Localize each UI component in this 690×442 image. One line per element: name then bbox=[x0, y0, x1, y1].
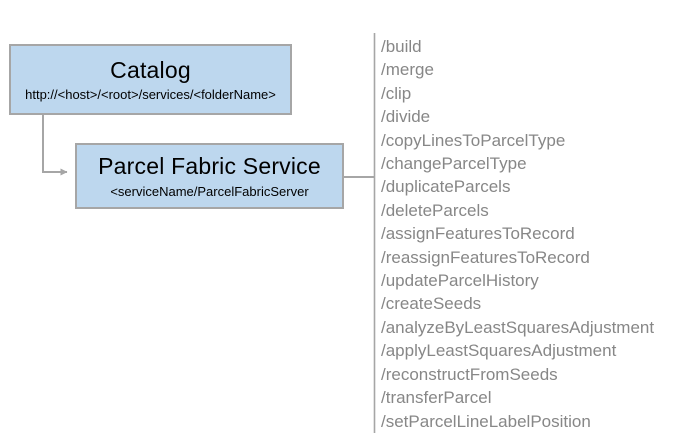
endpoint-item: /merge bbox=[381, 60, 434, 80]
endpoint-item: /assignFeaturesToRecord bbox=[381, 224, 575, 244]
endpoint-item: /analyzeByLeastSquaresAdjustment bbox=[381, 317, 655, 337]
endpoint-item: /createSeeds bbox=[381, 294, 482, 314]
endpoint-item: /reconstructFromSeeds bbox=[381, 364, 558, 384]
endpoint-item: /build bbox=[381, 37, 422, 56]
catalog-node: Catalog http://<host>/<root>/services/<f… bbox=[9, 44, 292, 115]
connector-catalog-to-service bbox=[42, 115, 68, 176]
endpoint-item: /updateParcelHistory bbox=[381, 271, 539, 291]
endpoint-item: /setParcelLineLabelPosition bbox=[381, 411, 591, 431]
service-url: <serviceName/ParcelFabricServer bbox=[110, 183, 309, 199]
catalog-title: Catalog bbox=[110, 56, 191, 83]
parcel-fabric-service-node: Parcel Fabric Service <serviceName/Parce… bbox=[75, 143, 344, 209]
endpoint-item: /transferParcel bbox=[381, 388, 492, 408]
endpoint-item: /divide bbox=[381, 107, 431, 127]
endpoint-item: /deleteParcels bbox=[381, 200, 489, 220]
endpoint-item: /changeParcelType bbox=[381, 154, 527, 174]
catalog-url: http://<host>/<root>/services/<folderNam… bbox=[25, 87, 276, 103]
service-title: Parcel Fabric Service bbox=[98, 153, 321, 180]
endpoint-item: /clip bbox=[381, 83, 412, 103]
endpoint-item: /copyLinesToParcelType bbox=[381, 130, 566, 150]
endpoint-list: /build/merge/clip/divide/copyLinesToParc… bbox=[381, 35, 681, 433]
endpoint-item: /reassignFeaturesToRecord bbox=[381, 247, 590, 267]
endpoint-item: /applyLeastSquaresAdjustment bbox=[381, 341, 617, 361]
endpoint-item: /duplicateParcels bbox=[381, 177, 511, 197]
